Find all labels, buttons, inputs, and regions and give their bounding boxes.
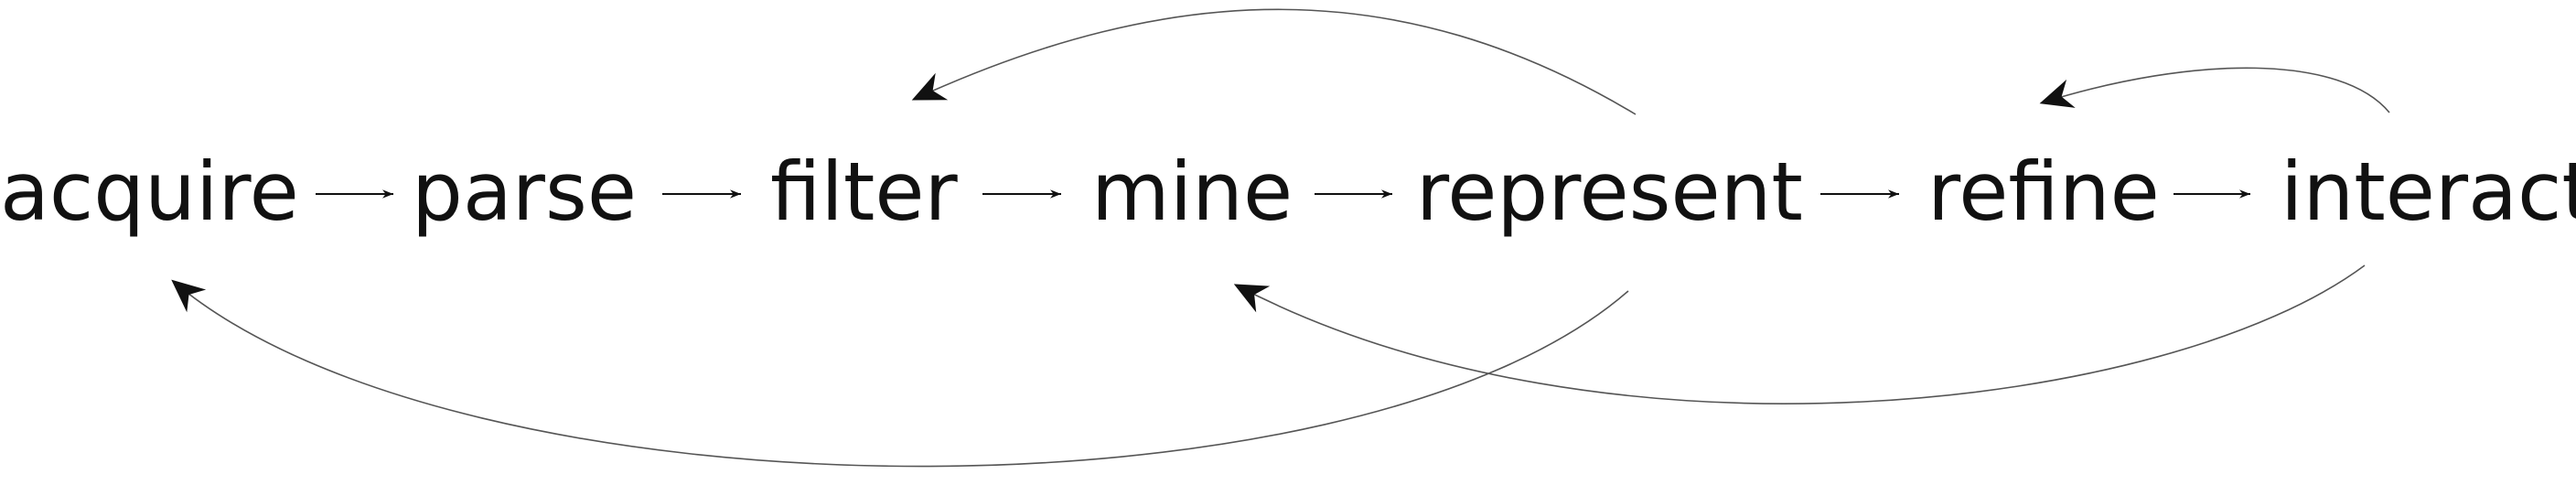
feedback-interact-to-refine — [2039, 67, 2390, 113]
feedback-interact-to-mine — [1233, 264, 2366, 404]
stage-represent: represent — [1416, 145, 1803, 239]
stage-acquire: acquire — [0, 145, 299, 239]
stage-interact: interact — [2281, 145, 2576, 239]
stage-mine: mine — [1091, 145, 1293, 239]
stage-filter: filter — [770, 145, 959, 239]
feedback-represent-to-acquire — [171, 279, 1629, 468]
stage-parse: parse — [412, 145, 637, 239]
feedback-represent-to-filter — [911, 8, 1637, 115]
stage-refine: refine — [1927, 145, 2160, 239]
